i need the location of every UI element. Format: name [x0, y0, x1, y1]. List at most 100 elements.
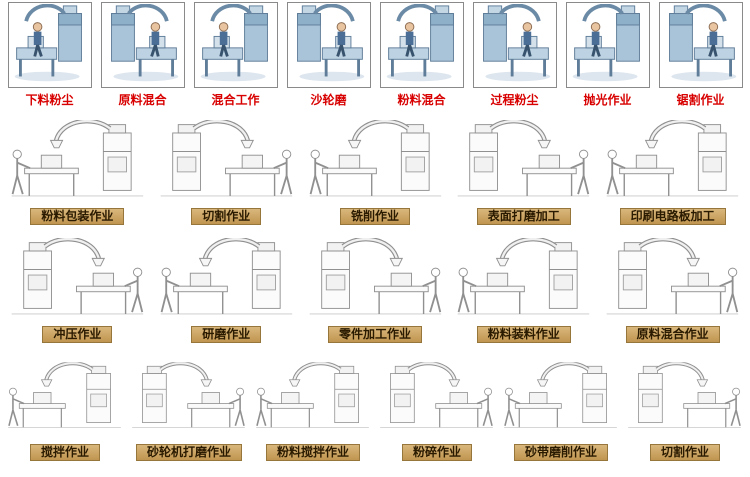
- application-illustration: [155, 120, 298, 208]
- application-item: 砂带磨削作业: [499, 356, 623, 461]
- machine-thumbnail-icon: [195, 3, 277, 87]
- process-label: 锯割作业: [676, 93, 725, 107]
- application-item: 研磨作业: [152, 238, 301, 343]
- application-row-1: 粉料包装作业 切割作业 铣削作业 表面打磨加工 印刷电路板加工: [3, 120, 747, 225]
- application-label: 切割作业: [649, 444, 720, 461]
- application-label: 砂带磨削作业: [513, 444, 608, 461]
- application-illustration: [6, 238, 149, 326]
- application-illustration: [304, 120, 447, 208]
- process-illustration: [472, 2, 557, 88]
- application-label: 零件加工作业: [327, 326, 422, 343]
- machine-sketch-icon: [377, 356, 496, 444]
- application-item: 切割作业: [623, 356, 747, 461]
- application-label: 研磨作业: [191, 326, 262, 343]
- process-illustration: [193, 2, 278, 88]
- application-illustration: [501, 356, 620, 444]
- machine-sketch-icon: [155, 120, 298, 208]
- machine-sketch-icon: [155, 238, 298, 326]
- application-item: 粉料包装作业: [3, 120, 152, 225]
- application-item: 砂轮机打磨作业: [127, 356, 251, 461]
- application-label: 搅拌作业: [29, 444, 100, 461]
- application-label: 切割作业: [191, 208, 262, 225]
- application-illustration: [377, 356, 496, 444]
- machine-sketch-icon: [501, 356, 620, 444]
- machine-sketch-icon: [304, 120, 447, 208]
- application-item: 粉碎作业: [375, 356, 499, 461]
- application-item: 原料混合作业: [598, 238, 747, 343]
- application-item: 印刷电路板加工: [598, 120, 747, 225]
- process-label: 下料粉尘: [25, 93, 74, 107]
- machine-sketch-icon: [601, 120, 744, 208]
- application-label: 表面打磨加工: [476, 208, 571, 225]
- machine-sketch-icon: [452, 238, 595, 326]
- process-item: 粉料混合: [375, 2, 468, 110]
- process-illustration: [100, 2, 185, 88]
- application-row-3: 搅拌作业 砂轮机打磨作业 粉料搅拌作业 粉碎作业 砂带磨削作业: [3, 356, 747, 461]
- application-label: 粉料包装作业: [30, 208, 125, 225]
- application-illustration: [155, 238, 298, 326]
- application-label: 冲压作业: [42, 326, 113, 343]
- machine-sketch-icon: [6, 238, 149, 326]
- machine-sketch-icon: [5, 356, 124, 444]
- application-label: 粉料搅拌作业: [265, 444, 360, 461]
- machine-sketch-icon: [452, 120, 595, 208]
- process-thumbnail-row: 下料粉尘 原料混合 混合工作 沙轮磨 粉料混合: [3, 2, 747, 110]
- process-label: 沙轮磨: [310, 93, 347, 107]
- application-item: 表面打磨加工: [449, 120, 598, 225]
- machine-sketch-icon: [253, 356, 372, 444]
- application-item: 粉料搅拌作业: [251, 356, 375, 461]
- application-item: 搅拌作业: [3, 356, 127, 461]
- application-illustration: [304, 238, 447, 326]
- process-item: 过程粉尘: [468, 2, 561, 110]
- machine-thumbnail-icon: [9, 3, 91, 87]
- application-label: 原料混合作业: [625, 326, 720, 343]
- application-item: 铣削作业: [301, 120, 450, 225]
- process-item: 原料混合: [96, 2, 189, 110]
- machine-thumbnail-icon: [381, 3, 463, 87]
- process-illustration: [286, 2, 371, 88]
- process-illustration: [379, 2, 464, 88]
- machine-sketch-icon: [6, 120, 149, 208]
- machine-thumbnail-icon: [288, 3, 370, 87]
- application-illustration: [625, 356, 744, 444]
- machine-sketch-icon: [129, 356, 248, 444]
- application-illustration: [601, 238, 744, 326]
- machine-thumbnail-icon: [660, 3, 742, 87]
- process-item: 沙轮磨: [282, 2, 375, 110]
- process-item: 抛光作业: [561, 2, 654, 110]
- application-illustration: [452, 238, 595, 326]
- process-item: 下料粉尘: [3, 2, 96, 110]
- process-illustration: [7, 2, 92, 88]
- process-illustration: [658, 2, 743, 88]
- application-illustration: [6, 120, 149, 208]
- process-item: 锯割作业: [654, 2, 747, 110]
- application-illustration: [452, 120, 595, 208]
- machine-thumbnail-icon: [102, 3, 184, 87]
- application-row-2: 冲压作业 研磨作业 零件加工作业 粉料装料作业 原料混合作业: [3, 238, 747, 343]
- application-label: 砂轮机打磨作业: [135, 444, 242, 461]
- application-item: 零件加工作业: [301, 238, 450, 343]
- machine-sketch-icon: [625, 356, 744, 444]
- process-illustration: [565, 2, 650, 88]
- machine-sketch-icon: [304, 238, 447, 326]
- machine-sketch-icon: [601, 238, 744, 326]
- application-label: 印刷电路板加工: [619, 208, 726, 225]
- machine-thumbnail-icon: [474, 3, 556, 87]
- application-illustration: [5, 356, 124, 444]
- process-item: 混合工作: [189, 2, 282, 110]
- application-item: 粉料装料作业: [449, 238, 598, 343]
- process-label: 过程粉尘: [490, 93, 539, 107]
- application-illustration: [601, 120, 744, 208]
- application-label: 粉料装料作业: [476, 326, 571, 343]
- application-label: 粉碎作业: [401, 444, 472, 461]
- process-label: 粉料混合: [397, 93, 446, 107]
- application-item: 冲压作业: [3, 238, 152, 343]
- machine-thumbnail-icon: [567, 3, 649, 87]
- application-item: 切割作业: [152, 120, 301, 225]
- process-label: 原料混合: [118, 93, 167, 107]
- application-illustration: [253, 356, 372, 444]
- process-label: 抛光作业: [583, 93, 632, 107]
- process-label: 混合工作: [211, 93, 260, 107]
- application-label: 铣削作业: [339, 208, 410, 225]
